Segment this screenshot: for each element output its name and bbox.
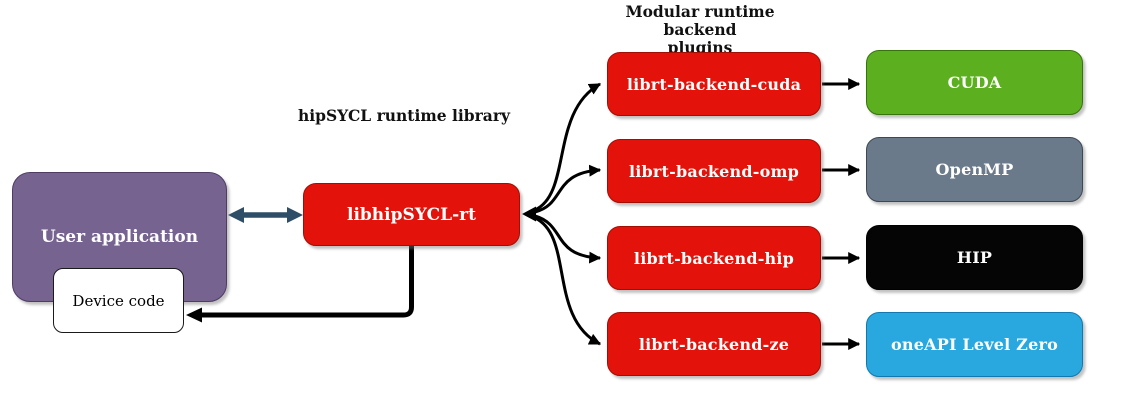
backend-cuda-label: librt-backend-cuda — [626, 74, 802, 94]
platform-openmp-label: OpenMP — [935, 160, 1014, 179]
platform-node-levelzero: oneAPI Level Zero — [866, 312, 1083, 377]
device-code-label: Device code — [72, 291, 165, 310]
arrowhead-into-runtime — [522, 206, 536, 222]
device-code-node: Device code — [53, 268, 184, 333]
arrow-runtime-backend-cuda — [534, 82, 602, 212]
arrow-runtime-backend-hip — [534, 214, 602, 264]
backend-node-cuda: librt-backend-cuda — [607, 52, 821, 116]
runtime-node: libhipSYCL-rt — [303, 183, 520, 246]
backend-node-ze: librt-backend-ze — [607, 312, 821, 376]
user-application-label: User application — [40, 227, 199, 247]
plugins-label-line1: Modular runtime backend — [625, 2, 775, 39]
platform-node-openmp: OpenMP — [866, 137, 1083, 202]
backend-node-hip: librt-backend-hip — [607, 226, 821, 290]
platform-node-cuda: CUDA — [866, 50, 1083, 115]
arrow-runtime-backend-ze — [534, 216, 602, 346]
backend-hip-label: librt-backend-hip — [633, 248, 795, 268]
arrow-runtime-backend-omp — [534, 164, 602, 214]
backend-ze-label: librt-backend-ze — [638, 334, 790, 354]
runtime-label: libhipSYCL-rt — [347, 204, 476, 225]
arrow-userapp-runtime — [228, 207, 303, 223]
platform-hip-label: HIP — [956, 248, 993, 267]
runtime-library-label: hipSYCL runtime library — [297, 106, 511, 125]
platform-node-hip: HIP — [866, 225, 1083, 290]
backend-omp-label: librt-backend-omp — [628, 161, 800, 181]
platform-levelzero-label: oneAPI Level Zero — [891, 335, 1058, 354]
backend-node-omp: librt-backend-omp — [607, 139, 821, 203]
plugins-label: Modular runtime backend plugins — [590, 3, 810, 57]
platform-cuda-label: CUDA — [947, 73, 1002, 92]
